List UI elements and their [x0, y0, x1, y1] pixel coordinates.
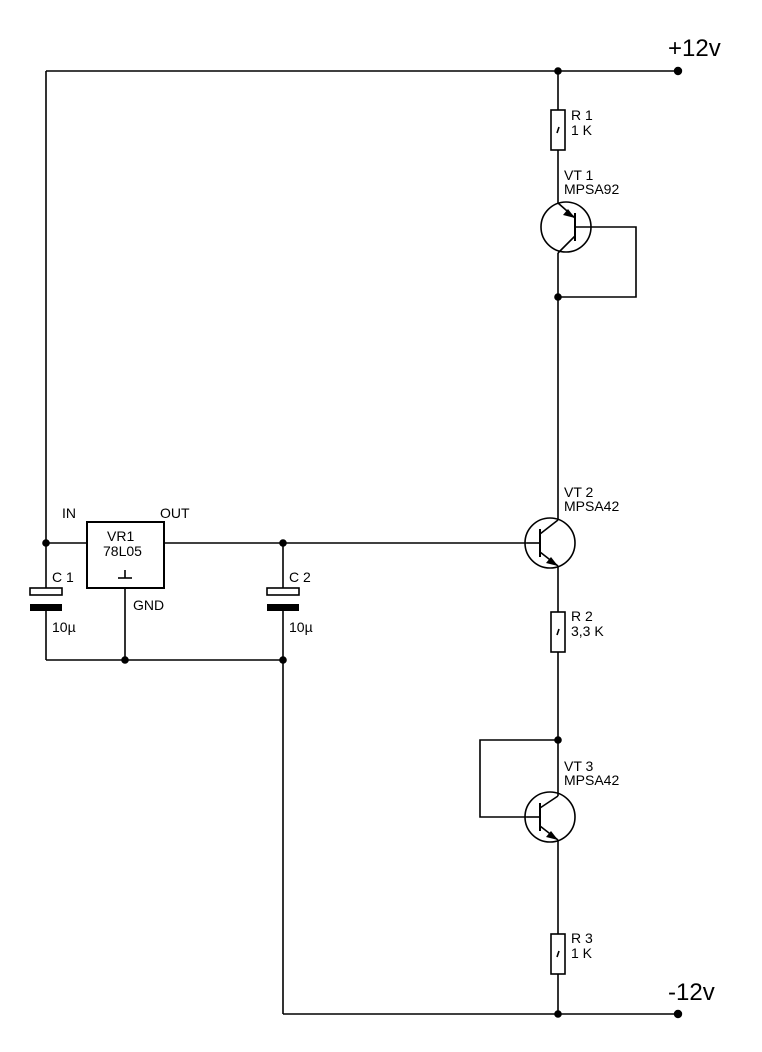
- capacitor-c2-value: 10µ: [289, 619, 313, 635]
- transistor-vt2: VT 2 MPSA42: [524, 484, 619, 569]
- junction-dot: [673, 66, 683, 76]
- capacitor-c1: C 1 10µ: [29, 569, 76, 635]
- capacitor-c2-ref: C 2: [289, 569, 311, 585]
- transistor-vt2-ref: VT 2: [564, 484, 594, 500]
- resistor-r3-body: [550, 933, 566, 975]
- regulator-vr1-pin-in: IN: [62, 505, 76, 521]
- transistor-vt2-value: MPSA42: [564, 498, 619, 514]
- resistor-r1: R 1 1 K: [550, 107, 593, 151]
- resistor-r3-value: 1 K: [571, 945, 593, 961]
- capacitor-c2-plate-pos: [266, 587, 300, 596]
- capacitor-c1-plate-neg: [30, 604, 62, 611]
- resistor-r3-mark: [556, 950, 560, 958]
- resistor-r2-body: [550, 611, 566, 653]
- regulator-vr1: VR1 78L05 IN OUT GND: [62, 505, 190, 613]
- transistor-vt3-collector: [539, 795, 559, 809]
- rail-negative-label: -12v: [668, 979, 715, 1006]
- regulator-vr1-pin-out: OUT: [160, 505, 190, 521]
- transistor-vt3-value: MPSA42: [564, 772, 619, 788]
- junction-dot: [279, 539, 287, 547]
- rail-positive-label: +12v: [668, 35, 721, 62]
- junction-dot: [279, 656, 287, 664]
- junction-dot: [554, 67, 562, 75]
- transistor-vt3-body: [524, 791, 576, 843]
- transistor-vt1-ref: VT 1: [564, 167, 594, 183]
- capacitor-c2: C 2 10µ: [266, 569, 313, 635]
- transistor-vt1: VT 1 MPSA92: [540, 167, 619, 254]
- transistor-vt3-arrow: [546, 831, 558, 840]
- transistor-vt1-collector: [557, 235, 576, 254]
- resistor-r2-value: 3,3 K: [571, 623, 604, 639]
- wire-vt3-base-loop: [479, 739, 558, 818]
- resistor-r2-ref: R 2: [571, 608, 593, 624]
- junction-dot: [673, 1009, 683, 1019]
- regulator-vr1-body: [86, 521, 165, 589]
- junction-dot: [554, 1010, 562, 1018]
- regulator-vr1-pin-gnd: GND: [133, 597, 164, 613]
- transistor-vt2-body: [524, 517, 576, 569]
- transistor-vt2-collector: [539, 519, 559, 535]
- junctions: [42, 66, 683, 1019]
- resistor-r3-ref: R 3: [571, 930, 593, 946]
- capacitor-c1-value: 10µ: [52, 619, 76, 635]
- capacitor-c1-ref: C 1: [52, 569, 74, 585]
- transistor-vt1-arrow: [563, 209, 575, 218]
- capacitor-c1-plate-pos: [29, 587, 63, 596]
- transistor-vt3-ref: VT 3: [564, 758, 594, 774]
- junction-dot: [554, 736, 562, 744]
- resistor-r1-ref: R 1: [571, 107, 593, 123]
- transistor-vt3: VT 3 MPSA42: [524, 758, 619, 843]
- wire-vt1-base-loop: [558, 226, 637, 298]
- resistor-r1-mark: [556, 126, 560, 134]
- resistor-r2: R 2 3,3 K: [550, 608, 604, 653]
- transistor-vt1-value: MPSA92: [564, 181, 619, 197]
- transistor-vt2-arrow: [546, 557, 558, 566]
- junction-dot: [42, 539, 50, 547]
- resistor-r1-body: [550, 109, 566, 151]
- wires: [45, 70, 678, 1015]
- resistor-r3: R 3 1 K: [550, 930, 593, 975]
- resistor-r2-mark: [556, 628, 560, 636]
- capacitor-c2-plate-neg: [267, 604, 299, 611]
- resistor-r1-value: 1 K: [571, 122, 593, 138]
- regulator-vr1-value: 78L05: [103, 543, 142, 559]
- junction-dot: [121, 656, 129, 664]
- regulator-vr1-ref: VR1: [107, 528, 134, 544]
- junction-dot: [554, 293, 562, 301]
